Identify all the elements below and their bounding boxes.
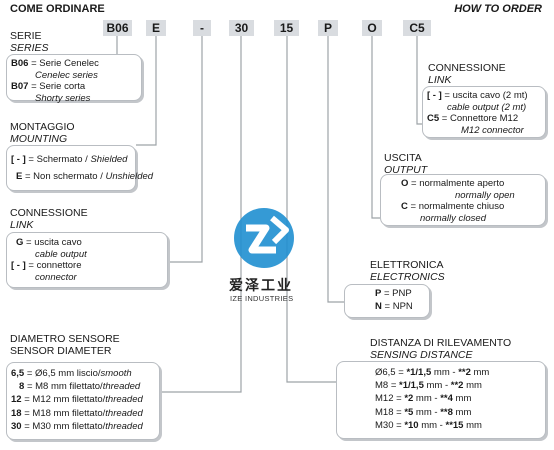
diameter-row: 18 = M18 mm filettato/threaded [11, 407, 143, 419]
mounting-subtitle: MOUNTING [10, 133, 68, 145]
series-box: B06 = Serie Cenelec Cenelec series B07 =… [6, 54, 142, 104]
mounting-title: MONTAGGIO [10, 121, 75, 133]
electronics-heading: ELETTRONICA ELECTRONICS [370, 259, 445, 283]
diameter-row: 12 = M12 mm filettato/threaded [11, 394, 143, 406]
connection-right-row-sub: M12 connector [461, 124, 524, 136]
distance-row: M30 = *10 mm - **15 mm [375, 419, 482, 431]
connection-left-row-sub: cable output [35, 248, 87, 260]
connection-right-heading: CONNESSIONE LINK [428, 62, 506, 86]
distance-box: Ø6,5 = *1/1,5 mm - **2 mm M8 = *1/1,5 mm… [336, 361, 546, 439]
electronics-title: ELETTRONICA [370, 259, 444, 271]
electronics-subtitle: ELECTRONICS [370, 271, 445, 283]
output-row: O = normalmente aperto [401, 178, 505, 189]
output-row: C = normalmente chiuso [401, 201, 505, 212]
output-row-sub: normally open [455, 189, 515, 201]
code-connection: C5 [403, 20, 431, 36]
connection-left-row: G = uscita cavo [16, 237, 82, 248]
connection-left-box: G = uscita cavo cable output [ - ] = con… [6, 232, 168, 288]
electronics-row: N = NPN [375, 300, 413, 312]
ize-logo-icon [234, 208, 294, 268]
header-title-it: COME ORDINARE [10, 3, 105, 15]
watermark-name: 爱泽工业 [229, 277, 293, 293]
connection-left-heading: CONNESSIONE LINK [10, 207, 88, 231]
watermark-sub: IZE INDUSTRIES [230, 294, 294, 303]
code-distance: 15 [274, 20, 299, 36]
series-row-sub: Shorty series [35, 92, 91, 104]
code-series: B06 [103, 20, 132, 36]
output-heading: USCITA OUTPUT [384, 152, 427, 176]
output-title: USCITA [384, 152, 422, 164]
code-diameter: 30 [229, 20, 254, 36]
code-output: O [362, 20, 382, 36]
series-heading: SERIE SERIES [10, 30, 49, 54]
code-electronics: P [318, 20, 338, 36]
series-row: B06 = Serie Cenelec [11, 58, 99, 69]
diameter-box: 6,5 = Ø6,5 mm liscio/smooth 8 = M8 mm fi… [6, 362, 160, 440]
connection-right-row-sub: cable output (2 mt) [447, 101, 527, 113]
distance-row: M8 = *1/1,5 mm - **2 mm [375, 380, 482, 392]
electronics-row: P = PNP [375, 288, 412, 299]
mounting-box: [ - ] = Schermato / Shielded E = Non sch… [6, 145, 154, 191]
diameter-row: 8 = M8 mm filettato/threaded [19, 381, 141, 393]
diameter-heading: DIAMETRO SENSORE SENSOR DIAMETER [10, 333, 120, 357]
output-row-sub: normally closed [420, 212, 486, 224]
header-title-en: HOW TO ORDER [454, 3, 542, 15]
mounting-row: [ - ] = Schermato / Shielded [11, 154, 128, 165]
mounting-heading: MONTAGGIO MOUNTING [10, 121, 75, 145]
electronics-box: P = PNP N = NPN [344, 284, 430, 318]
series-row-sub: Cenelec series [35, 69, 98, 81]
connection-left-row: [ - ] = connettore [11, 260, 82, 271]
distance-row: Ø6,5 = *1/1,5 mm - **2 mm [375, 367, 490, 378]
connection-left-title: CONNESSIONE [10, 207, 88, 219]
output-subtitle: OUTPUT [384, 164, 428, 176]
code-link: - [193, 20, 211, 36]
output-box: O = normalmente aperto normally open C =… [380, 174, 546, 226]
diameter-row: 30 = M30 mm filettato/threaded [11, 420, 143, 432]
watermark-logo [228, 200, 308, 272]
series-row: B07 = Serie corta [11, 81, 86, 92]
distance-row: M18 = *5 mm - **8 mm [375, 406, 472, 418]
series-title: SERIE [10, 30, 42, 42]
diameter-title: DIAMETRO SENSORE [10, 333, 120, 345]
mounting-row: E = Non schermato / Unshielded [16, 171, 154, 182]
code-mounting: E [146, 20, 166, 36]
connection-right-row: C5 = Connettore M12 [427, 113, 519, 124]
connection-left-subtitle: LINK [10, 219, 34, 231]
diameter-row: 6,5 = Ø6,5 mm liscio/smooth [11, 368, 132, 379]
diameter-subtitle: SENSOR DIAMETER [10, 345, 112, 357]
connection-right-title: CONNESSIONE [428, 62, 506, 74]
distance-subtitle: SENSING DISTANCE [370, 349, 473, 361]
connection-left-row-sub: connector [35, 271, 77, 283]
series-subtitle: SERIES [10, 42, 49, 54]
distance-heading: DISTANZA DI RILEVAMENTO SENSING DISTANCE [370, 337, 511, 361]
distance-row: M12 = *2 mm - **4 mm [375, 393, 472, 405]
distance-title: DISTANZA DI RILEVAMENTO [370, 337, 512, 349]
connection-right-row: [ - ] = uscita cavo (2 mt) [427, 90, 528, 101]
connection-right-subtitle: LINK [428, 74, 452, 86]
connection-right-box: [ - ] = uscita cavo (2 mt) cable output … [422, 86, 546, 138]
